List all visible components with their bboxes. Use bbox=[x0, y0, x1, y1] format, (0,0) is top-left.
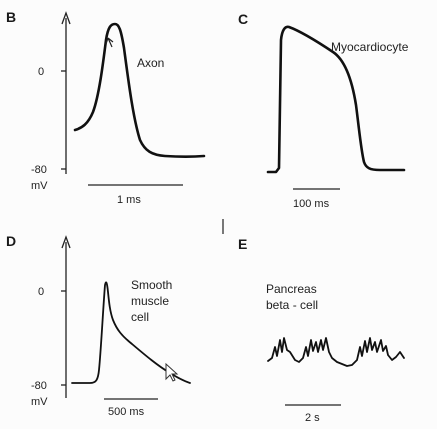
panel-b-trace-label: Axon bbox=[137, 56, 164, 70]
panel-d-trace-label-line-3: cell bbox=[131, 310, 149, 324]
panel-e-letter: E bbox=[238, 236, 247, 252]
cursor-icon bbox=[165, 362, 179, 382]
panel-d-smooth-muscle-trace bbox=[71, 281, 191, 384]
panel-b-axon-trace bbox=[73, 22, 206, 159]
panel-d-scale-label: 500 ms bbox=[108, 406, 145, 418]
panel-b-scale-label: 1 ms bbox=[117, 194, 141, 206]
panel-c-letter: C bbox=[238, 11, 248, 27]
panel-e-beta-cell-trace bbox=[267, 337, 405, 367]
panel-e-trace-label-line-2: beta - cell bbox=[266, 298, 318, 312]
panel-c-trace-label: Myocardiocyte bbox=[331, 40, 409, 54]
panel-d-trace-label-line-1: Smooth bbox=[131, 278, 172, 292]
panel-c-scale-label: 100 ms bbox=[293, 198, 330, 210]
panel-b-unit-label: mV bbox=[31, 180, 48, 192]
panel-d-unit-label: mV bbox=[31, 396, 48, 408]
panel-e-trace-label-line-1: Pancreas bbox=[266, 282, 317, 296]
panel-c: C Myocardiocyte 100 ms bbox=[238, 11, 409, 210]
panel-d-letter: D bbox=[6, 233, 16, 249]
panel-b-tick-label-0: 0 bbox=[38, 66, 44, 78]
panel-b-letter: B bbox=[6, 9, 16, 25]
panel-b: B 0 -80 mV Axon 1 ms bbox=[6, 9, 206, 206]
panel-e-scale-label: 2 s bbox=[305, 412, 320, 424]
panel-b-y-axis-arrow bbox=[61, 11, 71, 25]
panel-d-trace-label-line-2: muscle bbox=[131, 294, 169, 308]
panel-c-myocardiocyte-trace bbox=[266, 25, 406, 174]
panel-b-peak-arrow bbox=[105, 37, 114, 48]
panel-d-y-axis-arrow bbox=[61, 235, 71, 249]
panel-d-tick-label-0: 0 bbox=[38, 286, 44, 298]
panel-b-tick-label-minus80: -80 bbox=[31, 164, 47, 176]
panel-e: E Pancreas beta - cell 2 s bbox=[238, 236, 405, 424]
panel-d: D 0 -80 mV Smooth muscle cell 500 ms bbox=[6, 233, 191, 418]
panel-d-tick-label-minus80: -80 bbox=[31, 380, 47, 392]
